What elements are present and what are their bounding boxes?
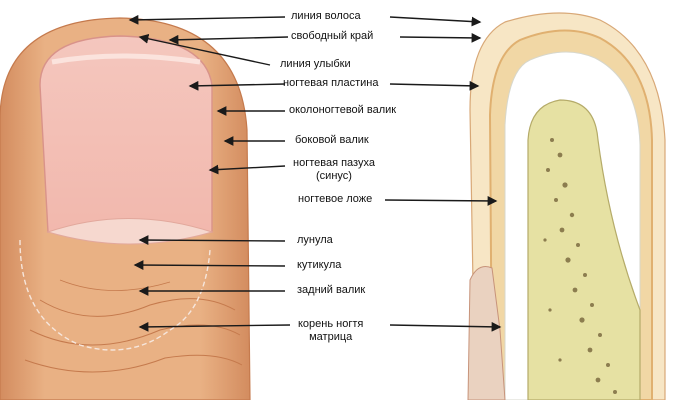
label-perionychium: околоногтевой валик <box>289 104 397 116</box>
leader-nail-plate-left <box>188 80 286 91</box>
leader-lines <box>128 14 502 332</box>
leader-root-left <box>138 321 291 332</box>
label-nail-bed: ногтевое ложе <box>298 193 373 205</box>
label-sinus-line2: (синус) <box>316 170 352 182</box>
label-cuticle: кутикула <box>297 259 342 271</box>
label-hairline: линия волоса <box>291 10 361 22</box>
label-root: корень ногтя матрица <box>298 318 363 344</box>
cross-section-illustration <box>467 12 666 400</box>
label-root-line2: матрица <box>309 331 353 343</box>
leader-free-edge-left <box>168 34 289 45</box>
label-nail-plate: ногтевая пластина <box>283 77 379 89</box>
leader-cuticle <box>133 260 286 270</box>
leader-root-right <box>389 321 502 332</box>
label-proximal-fold: задний валик <box>297 284 366 296</box>
nail-plate-shape <box>19 35 214 351</box>
label-root-line1: корень ногтя <box>298 318 364 330</box>
label-lunula: лунула <box>297 234 333 246</box>
leader-lunula <box>138 235 286 245</box>
leader-nail-bed <box>384 196 498 206</box>
label-lateral-fold: боковой валик <box>295 134 369 146</box>
label-sinus-line1: ногтевая пазуха <box>293 157 375 169</box>
leader-hairline-left <box>128 14 286 25</box>
leader-free-edge-right <box>399 32 482 43</box>
leader-nail-plate-right <box>389 80 480 91</box>
label-smile-line: линия улыбки <box>280 58 351 70</box>
leader-smile-line <box>138 33 271 66</box>
leader-hairline-right <box>389 16 482 27</box>
label-free-edge: свободный край <box>291 30 374 42</box>
leader-sinus <box>208 164 286 175</box>
label-sinus: ногтевая пазуха (синус) <box>293 157 375 183</box>
